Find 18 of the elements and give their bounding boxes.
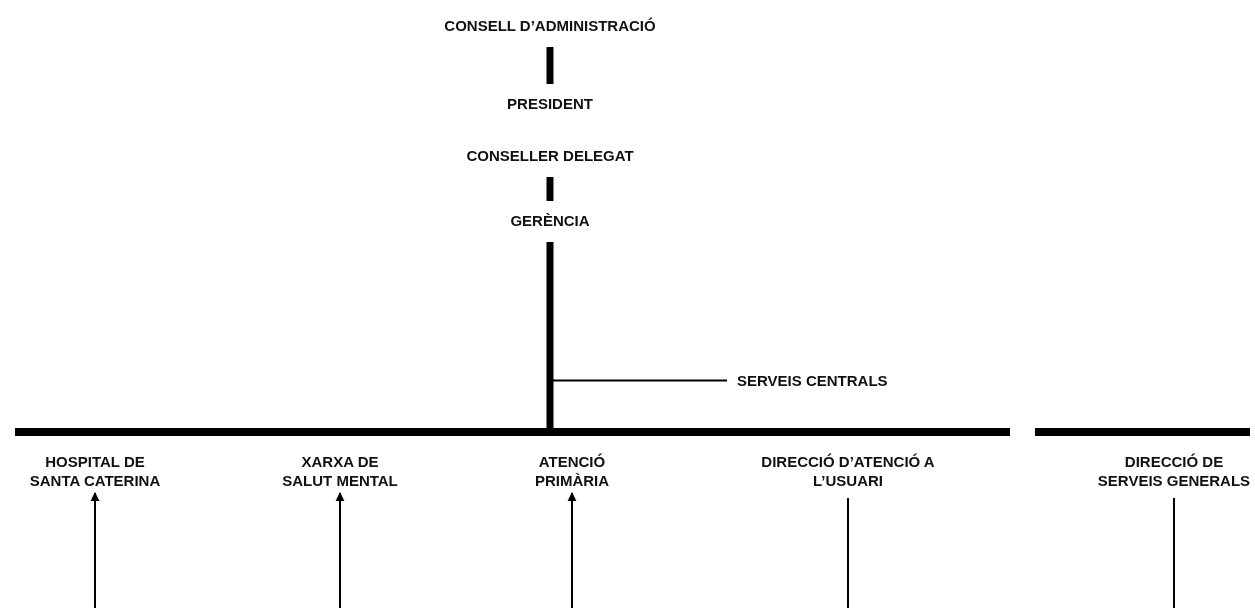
connector-line <box>549 241 728 382</box>
org-unit-label: CONSELLER DELEGAT <box>430 146 670 165</box>
org-unit-label: ATENCIÓ PRIMÀRIA <box>522 452 622 490</box>
arrow <box>335 492 345 608</box>
org-unit-label: PRESIDENT <box>475 94 625 113</box>
branch-bar <box>1035 428 1250 436</box>
arrow <box>90 492 100 608</box>
connector-line <box>847 497 849 608</box>
org-unit-label: HOSPITAL DE SANTA CATERINA <box>22 452 168 490</box>
org-unit-label: GERÈNCIA <box>490 211 610 230</box>
branch-bar <box>15 428 1010 436</box>
org-unit-label: DIRECCIÓ DE SERVEIS GENERALS <box>1095 452 1253 490</box>
org-unit-label: CONSELL D’ADMINISTRACIÓ <box>390 16 710 35</box>
org-unit-label: DIRECCIÓ D’ATENCIÓ A L’USUARI <box>750 452 946 490</box>
org-unit-label: SERVEIS CENTRALS <box>737 371 967 390</box>
connector-line <box>1173 497 1175 608</box>
arrow <box>567 492 577 608</box>
org-unit-label: XARXA DE SALUT MENTAL <box>278 452 402 490</box>
